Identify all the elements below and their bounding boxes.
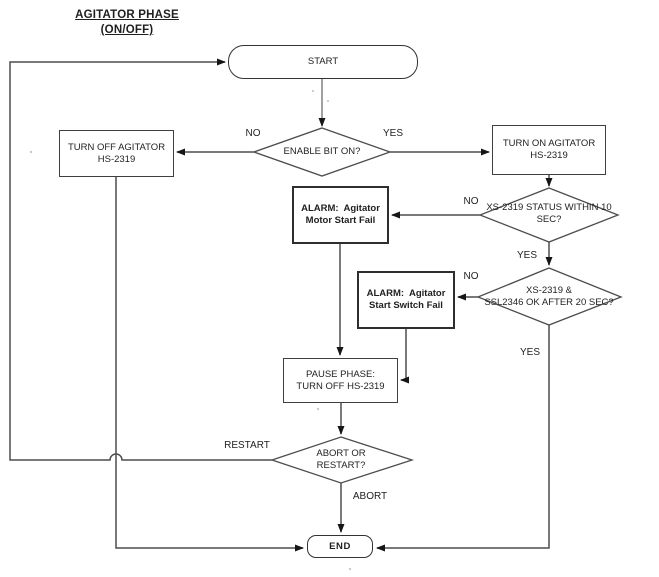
status-decision-line1: XS-2319 STATUS WITHIN 10	[486, 202, 612, 213]
node-start-label: START	[307, 56, 339, 67]
node-turn-off-agitator: TURN OFF AGITATOR HS-2319	[59, 130, 174, 177]
stray-specks	[29, 89, 352, 571]
status-decision-line2: SEC?	[536, 213, 562, 225]
alarm-switch-line2: Start Switch Fail	[369, 300, 443, 311]
turn-on-line2: HS-2319	[530, 150, 568, 161]
edge-restart-feedback-to-start	[9, 58, 272, 461]
node-alarm-start-switch-fail: ALARM: Agitator Start Switch Fail	[357, 271, 455, 329]
node-end-label: END	[329, 540, 351, 552]
node-turn-on-agitator: TURN ON AGITATOR HS-2319	[492, 125, 606, 175]
edge-label-enable-yes: YES	[382, 128, 403, 139]
node-alarm-motor-start-fail: ALARM: Agitator Motor Start Fail	[292, 186, 389, 244]
alarm-motor-line2: Motor Start Fail	[305, 215, 376, 226]
alarm-motor-line1: ALARM: Agitator	[301, 203, 380, 214]
enable-decision-text: ENABLE BIT ON?	[283, 146, 361, 157]
edge-label-abort: ABORT	[352, 491, 388, 502]
ok-decision-line1: XS-2319 &	[526, 285, 572, 296]
edge-label-enable-no: NO	[245, 128, 261, 139]
edge-label-ok-no: NO	[463, 271, 479, 282]
pause-line1: PAUSE PHASE:	[306, 368, 375, 380]
enable-decision-label: ENABLE BIT ON?	[262, 146, 382, 158]
abort-decision-line2: RESTART?	[316, 459, 366, 471]
turn-on-line1: TURN ON AGITATOR	[502, 138, 596, 149]
status-decision-label: XS-2319 STATUS WITHIN 10 SEC?	[469, 202, 629, 225]
pause-line2: TURN OFF HS-2319	[296, 380, 385, 392]
page-title-line1: AGITATOR PHASE	[75, 9, 179, 21]
abort-decision-label: ABORT OR RESTART?	[301, 448, 381, 471]
node-pause-phase: PAUSE PHASE: TURN OFF HS-2319	[283, 358, 398, 403]
edge-label-restart: RESTART	[224, 440, 270, 451]
node-end: END	[307, 535, 373, 558]
abort-decision-line1: ABORT OR	[316, 448, 366, 459]
enable-decision-diamond	[252, 127, 392, 177]
ok-decision-label: XS-2319 & SSL2346 OK AFTER 20 SEC?	[464, 285, 634, 308]
page-title: AGITATOR PHASE (ON/OFF)	[52, 8, 202, 38]
node-start: START	[228, 45, 418, 79]
alarm-switch-line1: ALARM: Agitator	[366, 288, 446, 299]
ok-decision-line2: SSL2346 OK AFTER 20 SEC?	[484, 296, 614, 308]
edge-turnoff-to-end	[115, 177, 304, 552]
edge-label-ok-yes: YES	[519, 347, 540, 358]
edge-alarm-switch-to-pause	[400, 329, 409, 384]
edge-label-status-no: NO	[463, 196, 479, 207]
turn-off-line2: HS-2319	[97, 153, 136, 165]
turn-off-line1: TURN OFF AGITATOR	[67, 141, 166, 153]
edge-label-status-yes: YES	[516, 250, 537, 261]
page-title-line2: (ON/OFF)	[100, 24, 154, 36]
edge-okyes-to-end	[376, 325, 550, 552]
